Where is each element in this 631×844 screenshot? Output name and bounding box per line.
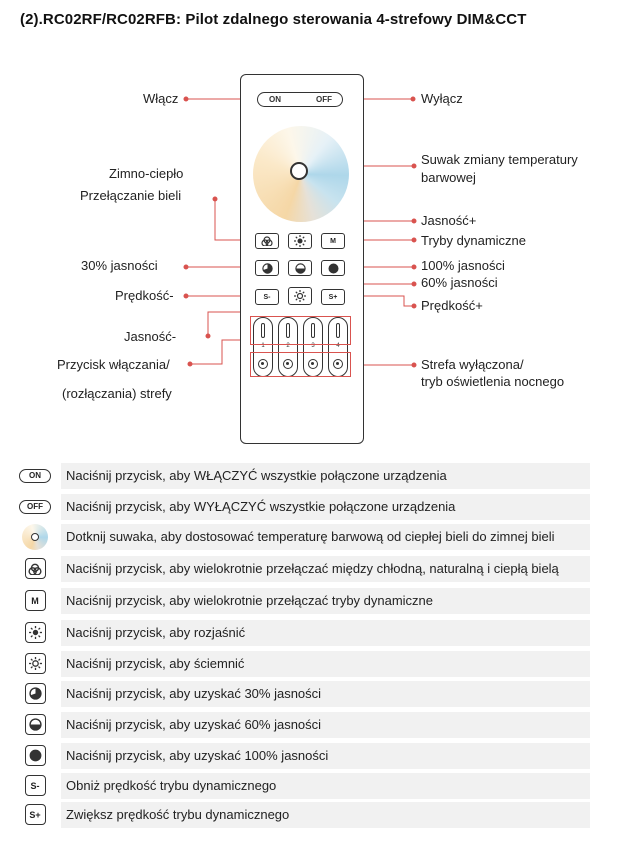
zone-button-1[interactable]: 1 [253, 317, 273, 377]
zone-button-4[interactable]: 4 [328, 317, 348, 377]
mode-button[interactable]: M [321, 233, 345, 249]
color-temperature-wheel[interactable] [253, 126, 349, 222]
label-predkosc-plus: Prędkość+ [421, 298, 483, 313]
legend-row-speed-plus: S+ Zwiększ prędkość trybu dynamicznego [18, 802, 590, 828]
brightness-30-icon [24, 683, 46, 704]
brightness-60-icon [24, 714, 46, 735]
legend-row-brightness-60: Naciśnij przycisk, aby uzyskać 60% jasno… [18, 712, 590, 738]
legend-row-brightness-up: Naciśnij przycisk, aby rozjaśnić [18, 620, 590, 646]
label-predkosc-minus: Prędkość- [115, 288, 174, 303]
label-wylacz: Wyłącz [421, 91, 463, 106]
legend-text: Naciśnij przycisk, aby wielokrotnie prze… [61, 556, 590, 582]
brightness-up-icon [24, 622, 46, 643]
label-jasnosc-30: 30% jasności [81, 258, 158, 273]
legend-text: Naciśnij przycisk, aby uzyskać 100% jasn… [61, 743, 590, 769]
legend-text: Naciśnij przycisk, aby uzyskać 30% jasno… [61, 681, 590, 707]
label-strefa-wyl-2: tryb oświetlenia nocnego [421, 374, 565, 389]
wheel-knob[interactable] [290, 162, 308, 180]
legend-row-white-switch: Naciśnij przycisk, aby wielokrotnie prze… [18, 556, 590, 582]
label-jasnosc-60: 60% jasności [421, 275, 498, 290]
label-wlacz: Włącz [143, 91, 179, 106]
label-przelaczanie-bieli: Przełączanie bieli [80, 188, 182, 203]
white-switch-button[interactable] [255, 233, 279, 249]
brightness-100-icon [328, 263, 338, 273]
legend-row-brightness-100: Naciśnij przycisk, aby uzyskać 100% jasn… [18, 743, 590, 769]
zone-button-3[interactable]: 3 [303, 317, 323, 377]
zone-number: 1 [261, 343, 265, 349]
white-switch-icon [24, 558, 46, 579]
on-icon: ON [19, 468, 51, 483]
label-suwak-2: barwowej [421, 170, 476, 185]
zone-off-icon[interactable] [258, 359, 268, 369]
legend-row-off: OFF Naciśnij przycisk, aby WYŁĄCZYĆ wszy… [18, 494, 590, 520]
legend-text: Naciśnij przycisk, aby wielokrotnie prze… [61, 588, 590, 614]
off-icon: OFF [19, 499, 51, 514]
label-strefa-wyl-1: Strefa wyłączona/ [421, 357, 524, 372]
brightness-up-icon [294, 235, 306, 247]
brightness-down-icon [24, 653, 46, 674]
legend-text: Naciśnij przycisk, aby rozjaśnić [61, 620, 590, 646]
brightness-down-button[interactable] [288, 287, 312, 305]
label-przycisk-strefy-1: Przycisk włączania/ [57, 357, 170, 372]
label-jasnosc-100: 100% jasności [421, 258, 505, 273]
legend-text: Obniż prędkość trybu dynamicznego [61, 773, 590, 799]
legend-text: Naciśnij przycisk, aby uzyskać 60% jasno… [61, 712, 590, 738]
color-wheel-icon [22, 524, 48, 550]
page-title: (2).RC02RF/RC02RFB: Pilot zdalnego stero… [20, 11, 527, 28]
on-button[interactable]: ON [269, 95, 281, 104]
brightness-100-button[interactable] [321, 260, 345, 276]
legend-row-brightness-down: Naciśnij przycisk, aby ściemnić [18, 651, 590, 677]
brightness-30-button[interactable] [255, 260, 279, 276]
legend-row-on: ON Naciśnij przycisk, aby WŁĄCZYĆ wszyst… [18, 463, 590, 489]
mode-icon: M [24, 590, 46, 611]
label-zimno-cieplo: Zimno-ciepło [109, 166, 184, 181]
legend-row-brightness-30: Naciśnij przycisk, aby uzyskać 30% jasno… [18, 681, 590, 707]
zone-switch-highlight [250, 316, 351, 345]
label-suwak-1: Suwak zmiany temperatury [421, 152, 578, 167]
legend-text: Zwiększ prędkość trybu dynamicznego [61, 802, 590, 828]
zone-off-highlight [250, 352, 351, 377]
on-off-button[interactable]: ON OFF [257, 92, 343, 107]
brightness-60-icon [294, 262, 306, 274]
zone-number: 3 [311, 343, 315, 349]
speed-plus-button[interactable]: S+ [321, 289, 345, 305]
brightness-30-icon [261, 262, 273, 274]
legend-text: Naciśnij przycisk, aby ściemnić [61, 651, 590, 677]
brightness-60-button[interactable] [288, 260, 312, 276]
legend-row-mode: M Naciśnij przycisk, aby wielokrotnie pr… [18, 588, 590, 614]
speed-minus-icon: S- [24, 775, 46, 796]
off-button[interactable]: OFF [316, 95, 332, 104]
zone-number: 4 [336, 343, 340, 349]
legend-text: Naciśnij przycisk, aby WŁĄCZYĆ wszystkie… [61, 463, 590, 489]
brightness-100-icon [24, 745, 46, 766]
zone-off-icon[interactable] [308, 359, 318, 369]
label-tryby-dynamiczne: Tryby dynamiczne [421, 233, 526, 248]
legend-row-speed-minus: S- Obniż prędkość trybu dynamicznego [18, 773, 590, 799]
legend-row-wheel: Dotknij suwaka, aby dostosować temperatu… [18, 524, 590, 550]
white-switch-icon [261, 236, 273, 246]
label-jasnosc-minus: Jasność- [124, 329, 177, 344]
brightness-down-icon [294, 290, 306, 302]
label-przycisk-strefy-2: (rozłączania) strefy [62, 386, 172, 401]
zone-off-icon[interactable] [333, 359, 343, 369]
speed-minus-button[interactable]: S- [255, 289, 279, 305]
remote-control: ON OFF M S- S+ 1 2 3 4 [240, 74, 364, 444]
legend-text: Naciśnij przycisk, aby WYŁĄCZYĆ wszystki… [61, 494, 590, 520]
zone-number: 2 [286, 343, 290, 349]
label-jasnosc-plus: Jasność+ [421, 213, 477, 228]
legend-text: Dotknij suwaka, aby dostosować temperatu… [61, 524, 590, 550]
brightness-up-button[interactable] [288, 233, 312, 249]
zone-off-icon[interactable] [283, 359, 293, 369]
speed-plus-icon: S+ [24, 804, 46, 825]
zone-button-2[interactable]: 2 [278, 317, 298, 377]
